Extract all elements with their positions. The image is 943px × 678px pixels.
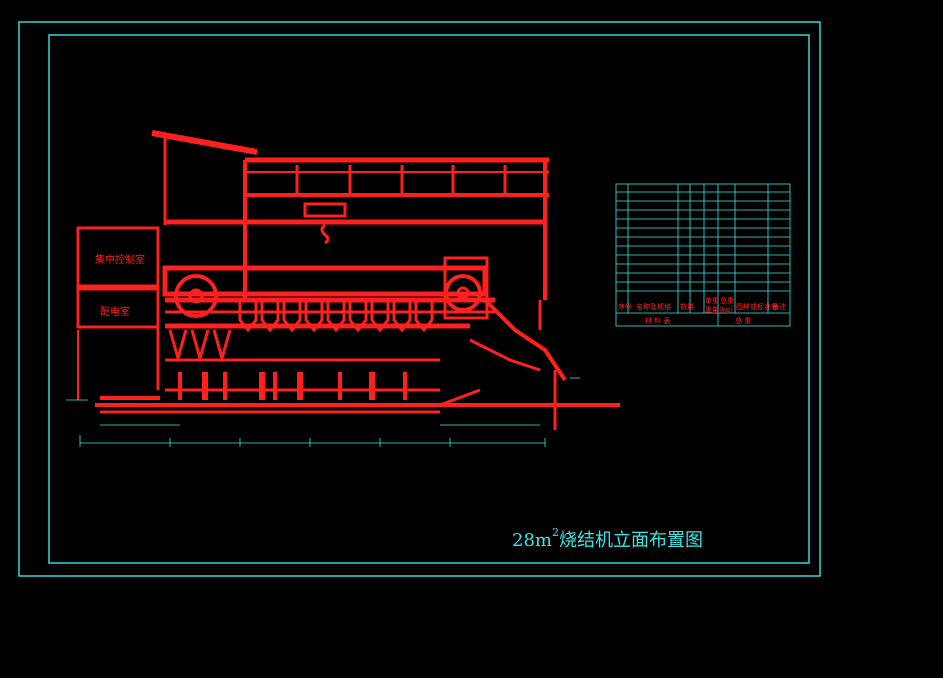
sintering-machine-elevation: [76, 130, 620, 430]
table-header-drawing: 图样或标准号: [736, 303, 778, 311]
table-header-weight: 单重: [705, 297, 719, 305]
drawing-title: 28m2烧结机立面布置图: [512, 526, 703, 552]
table-header-total: 总重: [720, 297, 734, 305]
outer-frame: [18, 21, 821, 577]
table-header-seq: 序号: [618, 303, 632, 311]
table-header-note: 备注: [772, 303, 786, 311]
control-room-label: 集中控制室: [95, 255, 145, 266]
inner-frame: [48, 34, 810, 564]
table-footer-label: 材 料 表: [645, 317, 671, 325]
parts-table: [615, 183, 791, 327]
table-footer-total: 总 重: [735, 317, 752, 325]
table-header-qty: 数量: [680, 303, 694, 311]
table-header-name: 名称及规格: [636, 303, 671, 311]
drawing-title-main: 28m: [512, 530, 552, 551]
dimension-lines: [66, 377, 580, 447]
drawing-title-superscript: 2: [551, 526, 559, 539]
drawing-title-rest: 烧结机立面布置图: [558, 530, 703, 551]
power-room-label: 配电室: [100, 307, 130, 318]
table-header-unit: 重量(kg): [705, 306, 733, 314]
